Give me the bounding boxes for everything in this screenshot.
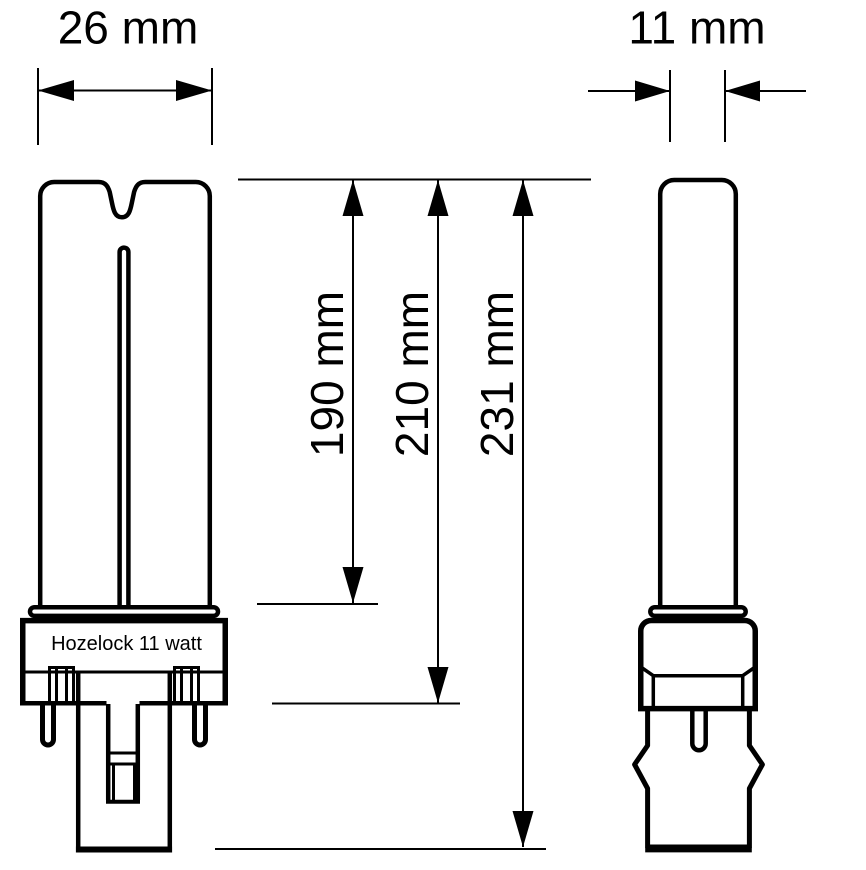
side-base-bevels bbox=[640, 666, 756, 678]
tube-length-label: 190 mm bbox=[301, 291, 353, 457]
front-pin-right bbox=[192, 703, 208, 748]
side-latch-housing bbox=[632, 711, 765, 850]
front-width-arrow-right bbox=[176, 80, 212, 101]
base-length-arrow-bottom bbox=[427, 667, 449, 703]
overall-length-arrow-bottom bbox=[512, 811, 534, 847]
side-width-arrow-left bbox=[635, 80, 670, 102]
dimension-overall-length: 231 mm bbox=[471, 180, 534, 847]
front-pin-holder-left bbox=[48, 666, 75, 705]
front-view: Hozelock 11 watt bbox=[20, 179, 228, 853]
front-base-outline bbox=[20, 617, 228, 706]
tube-length-arrow-bottom bbox=[342, 567, 364, 603]
front-spigot-slot-bars bbox=[106, 751, 140, 766]
front-tube-outline bbox=[37, 179, 213, 606]
tube-length-arrow-top bbox=[342, 180, 364, 216]
front-spigot-slot-tongue bbox=[112, 765, 136, 800]
side-width-arrow-right bbox=[725, 80, 760, 102]
front-pin-left bbox=[40, 703, 56, 748]
dimension-side-width: 11 mm bbox=[588, 2, 806, 142]
dimension-base-length: 210 mm bbox=[386, 180, 449, 703]
front-pin-holder-right bbox=[173, 666, 200, 705]
front-pin-holder-left-lines bbox=[55, 667, 68, 703]
front-width-extension-lines bbox=[37, 68, 213, 145]
side-view bbox=[632, 177, 765, 853]
side-tube-outline bbox=[657, 177, 739, 607]
overall-length-arrow-top bbox=[512, 180, 534, 216]
side-width-extension-lines bbox=[669, 70, 726, 142]
side-centre-tongue bbox=[690, 711, 708, 753]
front-width-arrow-left bbox=[38, 80, 74, 101]
side-base-inner-panel bbox=[651, 674, 745, 706]
front-spigot-sides bbox=[75, 672, 173, 847]
front-pin-holder-right-lines bbox=[180, 667, 193, 703]
front-width-label: 26 mm bbox=[58, 2, 199, 54]
front-tube-slot bbox=[117, 245, 131, 606]
side-collar bbox=[648, 605, 748, 619]
base-length-label: 210 mm bbox=[386, 291, 438, 457]
front-base-label: Hozelock 11 watt bbox=[51, 633, 202, 655]
side-width-label: 11 mm bbox=[628, 2, 765, 54]
dimension-front-width: 26 mm bbox=[37, 2, 213, 145]
dimension-annotations: 26 mm 11 mm 190 mm bbox=[37, 2, 806, 850]
side-base-outline bbox=[638, 617, 758, 708]
base-length-arrow-top bbox=[427, 180, 449, 216]
dimension-tube-length: 190 mm bbox=[301, 180, 364, 603]
overall-length-label: 231 mm bbox=[471, 291, 523, 457]
front-collar bbox=[27, 605, 221, 619]
